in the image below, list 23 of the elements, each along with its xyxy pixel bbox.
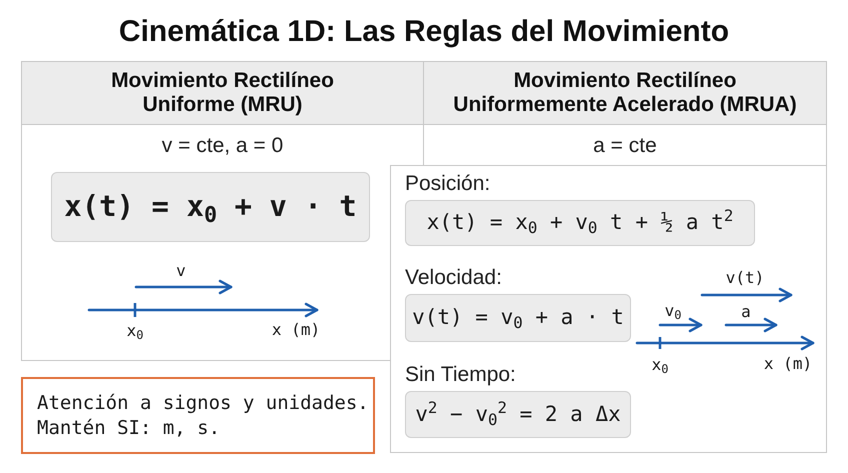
section-heading: Velocidad: xyxy=(405,265,502,291)
formula-box: v(t) = v$_{0}$ + a · t xyxy=(405,294,631,342)
column-header: Movimiento Rectilíneo Uniforme (MRU) xyxy=(22,62,423,125)
axis-label: x$_{0}$ xyxy=(126,321,144,341)
axis-label: v(t) xyxy=(726,268,764,288)
note-box: Atención a signos y unidades. Mantén SI: m, s. xyxy=(21,377,375,454)
condition-text: a = cte xyxy=(593,132,657,158)
axis-label: x$_{0}$ xyxy=(652,355,668,375)
axis-label: a xyxy=(741,302,751,322)
panel xyxy=(390,165,827,453)
column-header: Movimiento Rectilíneo Uniformemente Acelerado (MRUA) xyxy=(424,62,826,125)
diagram-title: Cinemática 1D: Las Reglas del Movimiento xyxy=(118,14,730,50)
condition-text: v = cte, a = 0 xyxy=(162,132,284,158)
section-heading: Sin Tiempo: xyxy=(405,362,516,388)
column-panel xyxy=(423,61,827,166)
formula-box: x(t) = x$_{0}$ + v$_{0}$ t + ½ a t$^{2}$ xyxy=(405,200,755,246)
formula-box: x(t) = x$_{0}$ + v · t xyxy=(51,172,370,242)
axis-label: v$_{0}$ xyxy=(664,301,682,321)
axis-label: x (m) xyxy=(764,354,812,374)
axis-label: x (m) xyxy=(272,320,320,340)
formula-box: v$^{2}$ − v$_{0}$$^{2}$ = 2 a Δx xyxy=(405,391,631,438)
axis-label: v xyxy=(176,261,186,281)
section-heading: Posición: xyxy=(405,171,490,197)
